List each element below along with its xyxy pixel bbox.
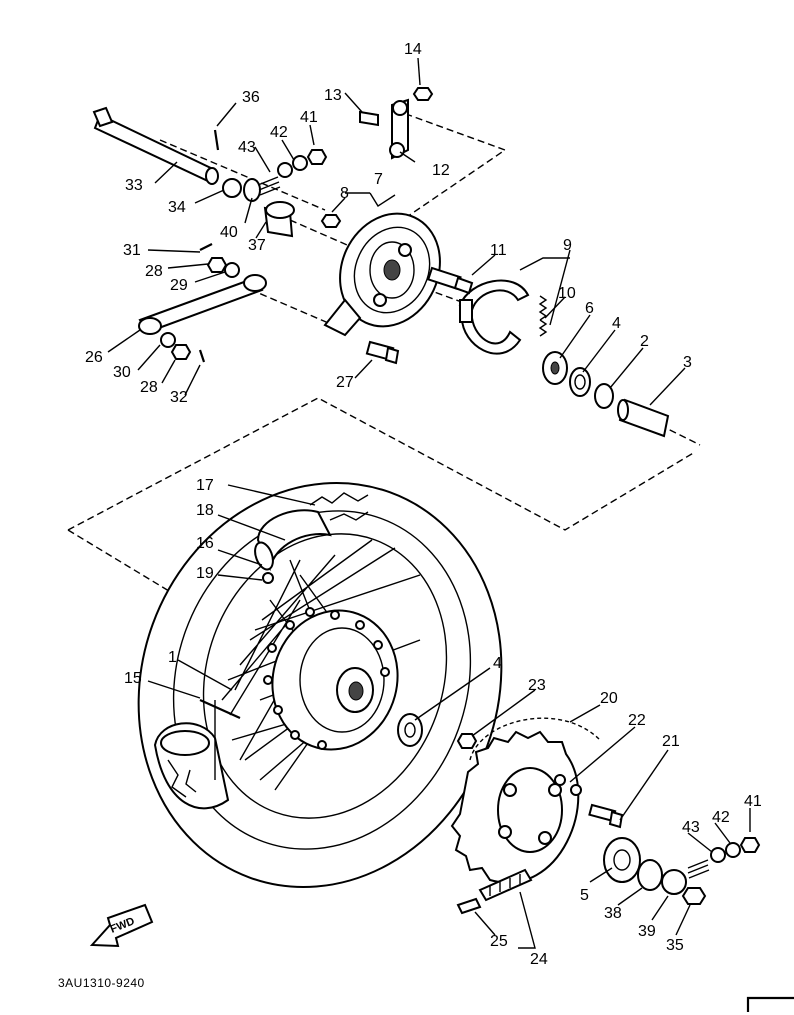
part-label-4: 4 bbox=[612, 315, 621, 332]
part-label-6: 6 bbox=[585, 300, 594, 317]
brake-camshaft bbox=[427, 266, 474, 295]
part-label-42: 42 bbox=[712, 809, 730, 826]
part-label-43: 43 bbox=[682, 819, 700, 836]
sprocket-bolts-22 bbox=[554, 774, 582, 796]
adjuster-bolt-40 bbox=[243, 176, 281, 202]
part-label-43: 43 bbox=[238, 139, 256, 156]
part-label-11: 11 bbox=[490, 242, 507, 259]
part-label-30: 30 bbox=[113, 364, 131, 381]
part-label-39: 39 bbox=[638, 923, 656, 940]
nut-23 bbox=[456, 733, 478, 749]
part-label-1: 1 bbox=[168, 649, 177, 666]
drawing-code: 3AU1310-9240 bbox=[58, 976, 145, 990]
spacer-3 bbox=[617, 398, 670, 438]
axle-shaft bbox=[92, 106, 219, 185]
part-label-40: 40 bbox=[220, 224, 238, 241]
nut-8 bbox=[320, 214, 342, 228]
washer-43-lower bbox=[710, 847, 726, 863]
part-label-22: 22 bbox=[628, 712, 646, 729]
washer-42-lower bbox=[725, 842, 741, 858]
part-label-19: 19 bbox=[196, 565, 214, 582]
washer-29 bbox=[224, 262, 240, 278]
part-label-41: 41 bbox=[744, 793, 762, 810]
part-label-28: 28 bbox=[140, 379, 158, 396]
part-label-21: 21 bbox=[662, 733, 680, 750]
collar-37 bbox=[263, 201, 295, 238]
part-label-29: 29 bbox=[170, 277, 188, 294]
collar-5 bbox=[603, 837, 641, 883]
brake-shoe-plate bbox=[323, 212, 441, 337]
nut-35 bbox=[681, 887, 707, 905]
shoe-spring bbox=[538, 295, 548, 337]
spacer-38 bbox=[637, 859, 663, 891]
part-label-35: 35 bbox=[666, 937, 684, 954]
part-label-23: 23 bbox=[528, 677, 546, 694]
part-label-36: 36 bbox=[242, 89, 260, 106]
part-label-13: 13 bbox=[324, 87, 342, 104]
washer-43-top bbox=[277, 162, 293, 178]
part-label-37: 37 bbox=[248, 237, 266, 254]
part-labels: 1 2 3 4 4 5 6 7 8 9 10 11 12 13 14 15 16… bbox=[85, 41, 762, 968]
part-label-26: 26 bbox=[85, 349, 103, 366]
plate-39 bbox=[661, 869, 687, 895]
part-label-24: 24 bbox=[530, 951, 548, 968]
cotter-pin-36 bbox=[213, 129, 220, 151]
part-label-3: 3 bbox=[683, 354, 692, 371]
rear-sprocket bbox=[450, 717, 601, 884]
part-label-33: 33 bbox=[125, 177, 143, 194]
part-label-18: 18 bbox=[196, 502, 214, 519]
nut-41-top bbox=[306, 149, 328, 165]
part-label-15: 15 bbox=[124, 670, 142, 687]
part-label-8: 8 bbox=[340, 185, 349, 202]
washer-30 bbox=[160, 332, 176, 348]
part-label-38: 38 bbox=[604, 905, 622, 922]
leader-lines bbox=[107, 57, 751, 949]
page-corner-mark bbox=[746, 996, 794, 1012]
cotter-pin-32 bbox=[198, 349, 206, 363]
part-label-4: 4 bbox=[493, 655, 502, 672]
tension-bar bbox=[138, 274, 267, 335]
part-label-16: 16 bbox=[196, 535, 214, 552]
bearing-4-upper bbox=[569, 367, 591, 397]
part-label-12: 12 bbox=[432, 162, 450, 179]
nut-28-lower bbox=[170, 344, 192, 360]
part-label-28: 28 bbox=[145, 263, 163, 280]
brake-shoes bbox=[458, 279, 530, 355]
part-label-20: 20 bbox=[600, 690, 618, 707]
nut-41-lower bbox=[739, 837, 761, 853]
washer-42-top bbox=[292, 155, 308, 171]
part-label-42: 42 bbox=[270, 124, 288, 141]
rear-wheel bbox=[137, 481, 503, 889]
hub-flange-bolts bbox=[263, 607, 390, 750]
part-label-10: 10 bbox=[558, 285, 576, 302]
bolt-27 bbox=[365, 340, 400, 365]
spacer-2 bbox=[594, 383, 614, 409]
part-label-2: 2 bbox=[640, 333, 649, 350]
forward-direction-marker: FWD bbox=[89, 903, 154, 948]
part-label-32: 32 bbox=[170, 389, 188, 406]
part-label-41: 41 bbox=[300, 109, 318, 126]
part-label-34: 34 bbox=[168, 199, 186, 216]
washer-34 bbox=[222, 178, 242, 198]
nut-28-upper bbox=[206, 257, 228, 273]
part-label-25: 25 bbox=[490, 933, 508, 950]
part-label-31: 31 bbox=[123, 242, 141, 259]
part-label-9: 9 bbox=[563, 237, 572, 254]
bearing-4-lower bbox=[397, 713, 423, 747]
part-label-27: 27 bbox=[336, 374, 354, 391]
part-label-14: 14 bbox=[404, 41, 422, 58]
part-label-17: 17 bbox=[196, 477, 214, 494]
part-label-5: 5 bbox=[580, 887, 589, 904]
camshaft-lever bbox=[359, 87, 434, 160]
adjuster-bolt-lower bbox=[687, 859, 710, 879]
bolt-21 bbox=[588, 803, 624, 829]
part-label-7: 7 bbox=[374, 171, 383, 188]
drive-chain bbox=[456, 868, 533, 915]
cotter-pin-31 bbox=[199, 243, 213, 251]
